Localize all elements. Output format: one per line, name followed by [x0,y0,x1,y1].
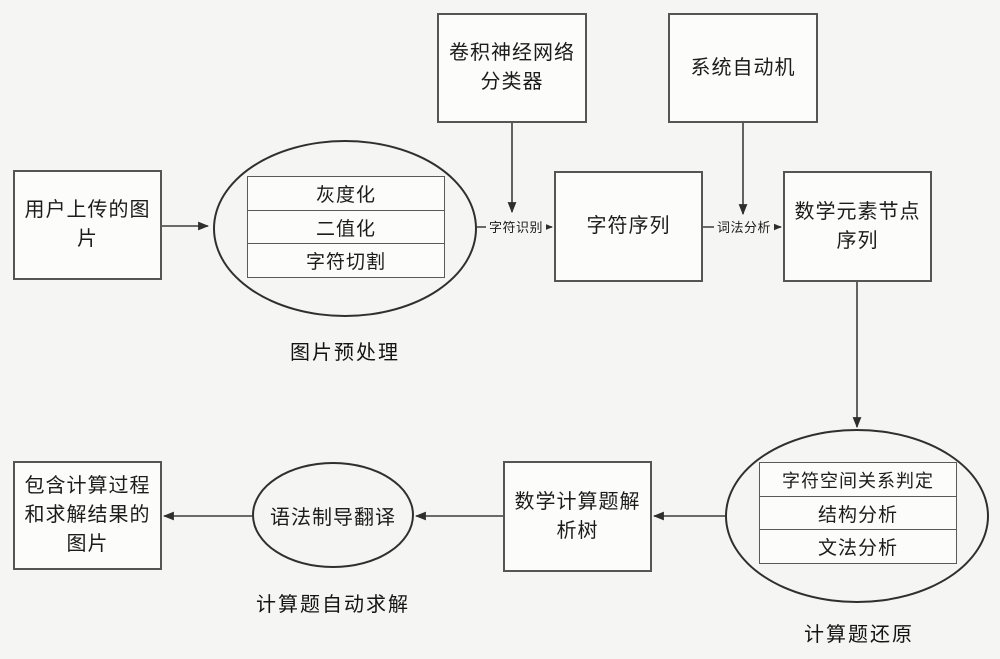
step-grayscale: 灰度化 [247,176,445,211]
node-character-sequence: 字符序列 [554,171,703,282]
edge-label-lexical-analysis: 词法分析 [714,220,774,235]
preprocess-steps: 灰度化 二值化 字符切割 [247,176,445,278]
ellipse-image-preprocess [213,140,477,317]
node-result-image: 包含计算过程 和求解结果的 图片 [13,461,162,570]
step-grammar-analysis: 文法分析 [759,529,957,564]
node-math-parse-tree: 数学计算题解 析树 [503,461,652,572]
step-binarization: 二值化 [247,209,445,245]
edge-label-char-recognition: 字符识别 [486,220,546,235]
ellipse-problem-restore [725,429,989,603]
caption-image-preprocess: 图片预处理 [290,342,400,364]
node-user-uploaded-image: 用户上传的图 片 [13,170,162,280]
node-math-element-node-sequence: 数学元素节点 序列 [783,171,932,282]
caption-problem-restore: 计算题还原 [804,624,914,646]
caption-auto-solve: 计算题自动求解 [256,594,410,616]
step-spatial-relation: 字符空间关系判定 [759,462,957,497]
restore-steps: 字符空间关系判定 结构分析 文法分析 [759,462,957,564]
step-char-segmentation: 字符切割 [247,243,445,278]
step-structure-analysis: 结构分析 [759,495,957,531]
node-cnn-classifier: 卷积神经网络 分类器 [437,13,587,123]
ellipse-syntax-directed-translation: 语法制导翻译 [252,462,414,568]
node-system-automaton: 系统自动机 [668,13,818,123]
